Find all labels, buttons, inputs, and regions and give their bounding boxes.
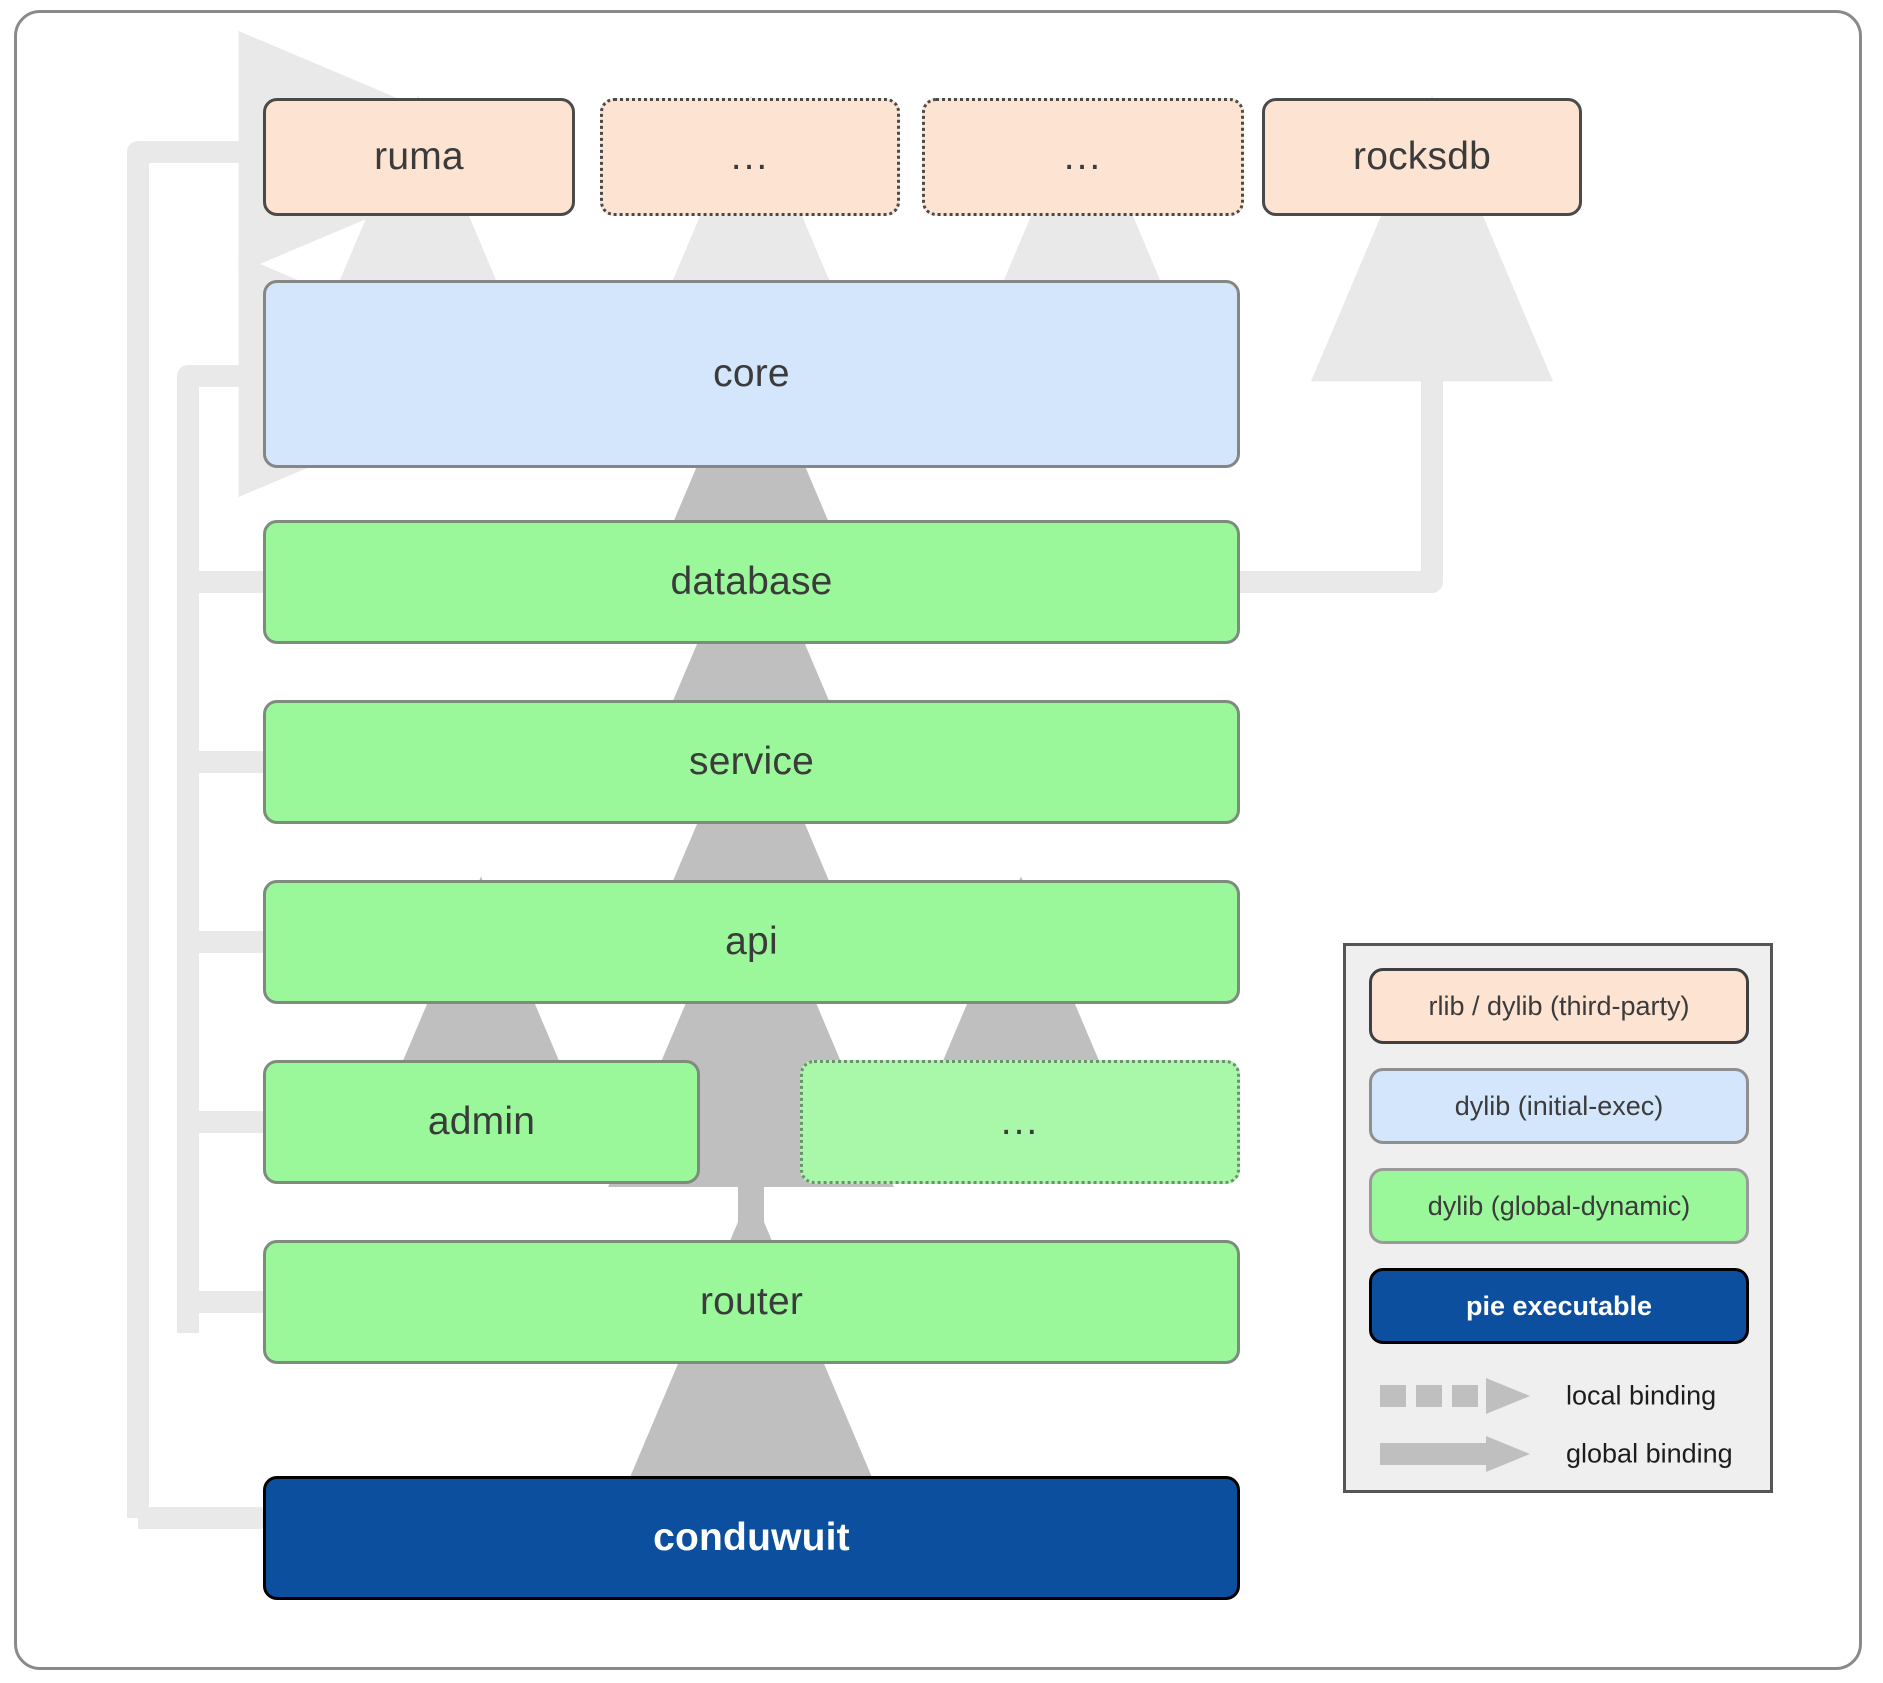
legend-swatch-label: dylib (global-dynamic) — [1427, 1190, 1691, 1221]
node-core[interactable]: core — [263, 280, 1240, 468]
node-api[interactable]: api — [263, 880, 1240, 1004]
legend-swatch-label: rlib / dylib (third-party) — [1428, 990, 1690, 1021]
node-label: admin — [427, 1100, 536, 1143]
node-router[interactable]: router — [263, 1240, 1240, 1364]
legend-swatch-pie-executable: pie executable — [1369, 1268, 1749, 1344]
node-label: api — [725, 920, 778, 963]
node-admin[interactable]: admin — [263, 1060, 700, 1184]
node-label: ... — [730, 135, 770, 179]
legend-binding-global: global binding — [1366, 1426, 1758, 1482]
legend-swatch-global-dynamic: dylib (global-dynamic) — [1369, 1168, 1749, 1244]
node-label: rocksdb — [1353, 135, 1491, 178]
legend-swatch-third-party: rlib / dylib (third-party) — [1369, 968, 1749, 1044]
node-label: ... — [1000, 1100, 1040, 1144]
node-label: ruma — [374, 135, 464, 178]
legend-panel: rlib / dylib (third-party) dylib (initia… — [1343, 943, 1773, 1493]
node-label: ... — [1063, 135, 1103, 179]
node-service[interactable]: service — [263, 700, 1240, 824]
node-top-dots-2[interactable]: ... — [922, 98, 1244, 216]
node-label: core — [713, 352, 790, 395]
node-label: database — [670, 560, 833, 603]
node-top-dots-1[interactable]: ... — [600, 98, 900, 216]
node-mid-dots[interactable]: ... — [800, 1060, 1240, 1184]
legend-swatch-label: pie executable — [1465, 1290, 1653, 1321]
legend-binding-local: local binding — [1366, 1368, 1758, 1424]
legend-binding-label: local binding — [1566, 1380, 1717, 1411]
edge-database-to-rocksdb — [1240, 95, 1553, 593]
legend-swatch-initial-exec: dylib (initial-exec) — [1369, 1068, 1749, 1144]
node-label: conduwuit — [653, 1516, 850, 1559]
node-conduwuit[interactable]: conduwuit — [263, 1476, 1240, 1600]
dashed-arrow-icon — [1380, 1378, 1530, 1414]
node-rocksdb[interactable]: rocksdb — [1262, 98, 1582, 216]
node-label: router — [699, 1280, 804, 1323]
node-ruma[interactable]: ruma — [263, 98, 575, 216]
legend-swatch-label: dylib (initial-exec) — [1454, 1090, 1664, 1121]
legend-binding-label: global binding — [1566, 1438, 1733, 1469]
node-database[interactable]: database — [263, 520, 1240, 644]
solid-arrow-icon — [1380, 1436, 1530, 1472]
node-label: service — [689, 740, 814, 783]
